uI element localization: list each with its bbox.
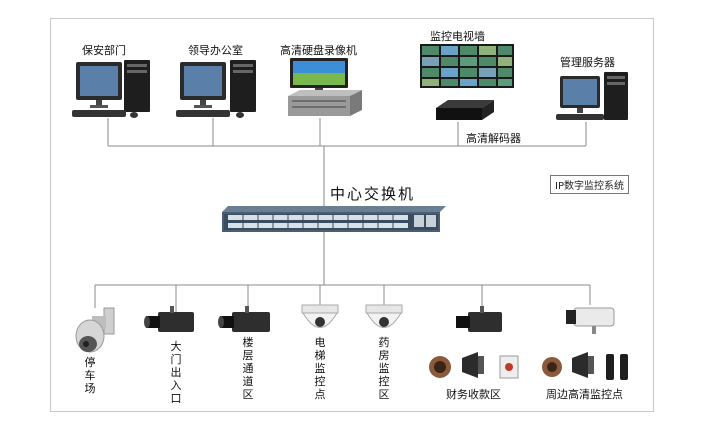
- security-dept-label: 保安部门: [82, 44, 126, 57]
- hd-decoder-label: 高清解码器: [466, 132, 521, 145]
- gate-label: 大门出入口: [170, 340, 182, 405]
- leader-office-label: 领导办公室: [188, 44, 243, 57]
- video-wall-label: 监控电视墙: [430, 30, 485, 43]
- parking-label: 停车场: [84, 356, 96, 395]
- finance-label: 财务收款区: [446, 388, 501, 401]
- switch-title: 中心交换机: [330, 185, 416, 203]
- hd-recorder-label: 高清硬盘录像机: [280, 44, 357, 57]
- floor-corridor-label: 楼层通道区: [242, 336, 254, 401]
- perimeter-label: 周边高清监控点: [546, 388, 623, 401]
- system-badge: IP数字监控系统: [550, 175, 629, 194]
- mgmt-server-label: 管理服务器: [560, 56, 615, 69]
- elevator-label: 电梯监控点: [314, 336, 326, 401]
- pharmacy-label: 药房监控区: [378, 336, 390, 401]
- diagram-frame: [50, 18, 654, 412]
